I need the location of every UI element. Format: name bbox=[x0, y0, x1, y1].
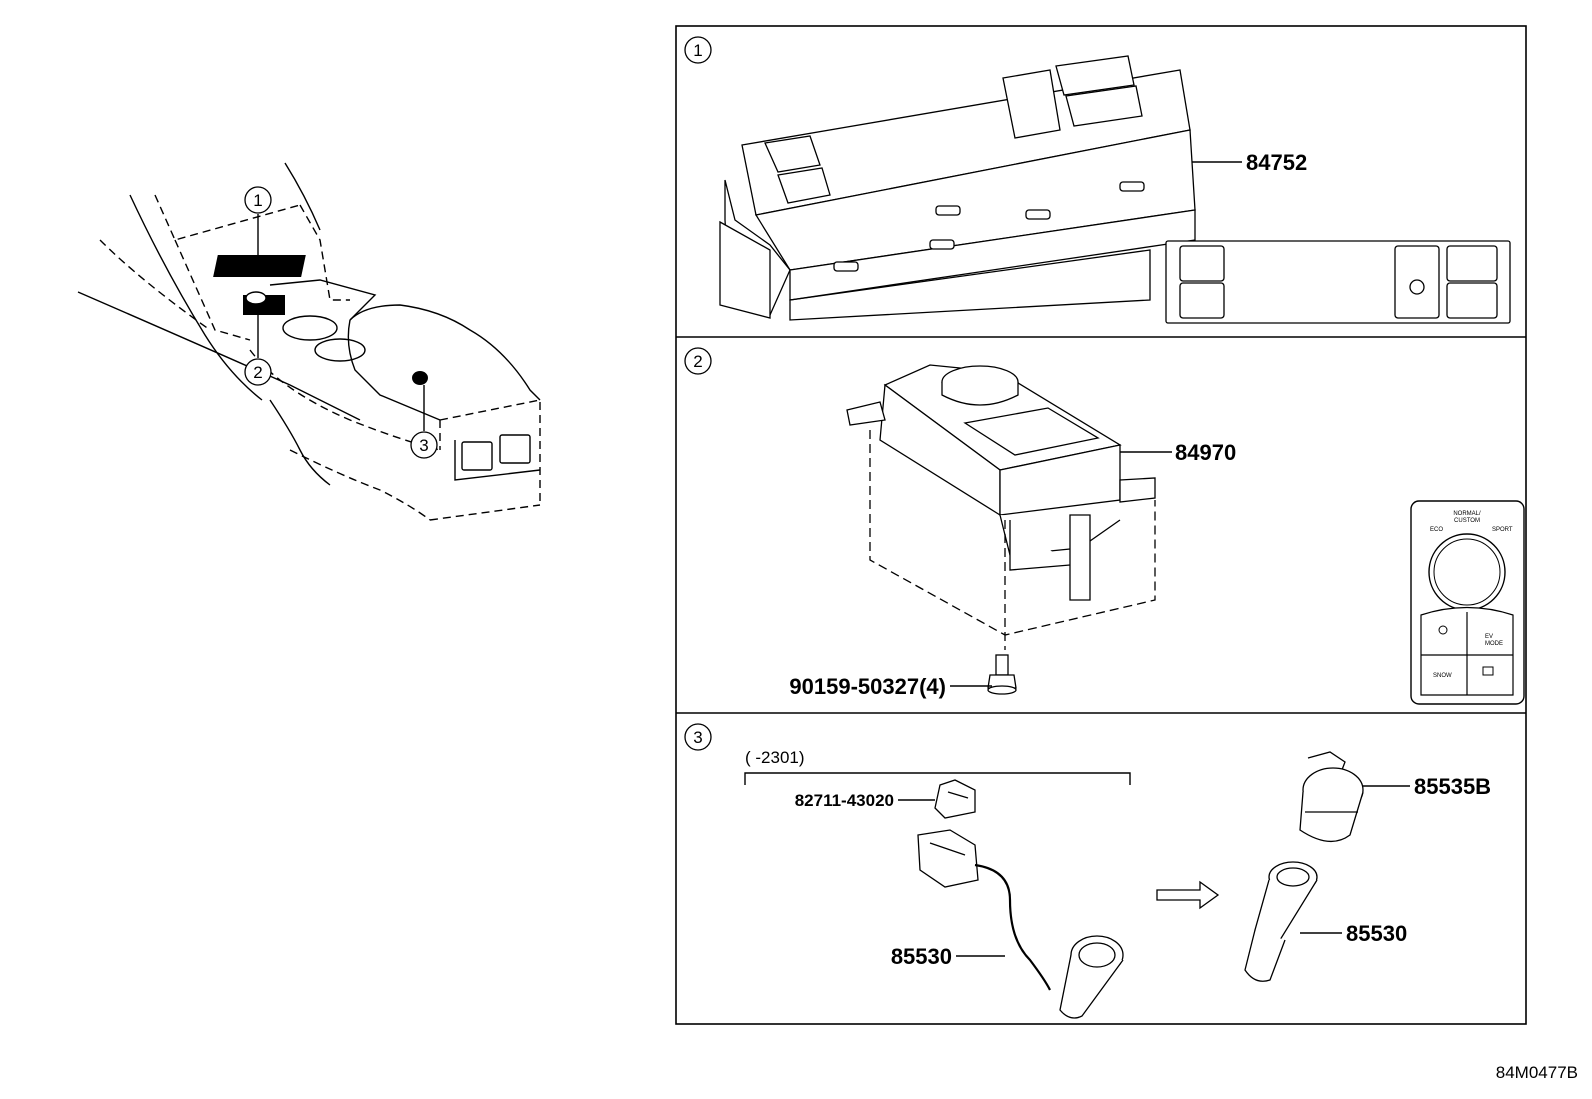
part-number-90159-50327: 90159-50327(4) bbox=[789, 674, 946, 699]
svg-text:2: 2 bbox=[253, 363, 262, 382]
mode-label-snow: SNOW bbox=[1433, 673, 1452, 679]
switch-face-detail bbox=[1165, 240, 1511, 324]
mode-label-ev: EV bbox=[1485, 634, 1493, 640]
camera-icon bbox=[1482, 666, 1494, 676]
svg-text:3: 3 bbox=[419, 436, 428, 455]
replaces-arrow bbox=[1156, 880, 1220, 910]
part-number-84752: 84752 bbox=[1246, 150, 1307, 175]
part-number-85530-left: 85530 bbox=[891, 944, 952, 969]
production-range-bracket bbox=[744, 772, 1131, 785]
socket-85535B bbox=[1299, 751, 1364, 842]
panel-1-label-circle bbox=[684, 36, 712, 64]
power-socket-with-harness bbox=[917, 829, 1124, 1019]
connector-clip bbox=[934, 779, 976, 819]
socket-85530-right bbox=[1244, 861, 1318, 982]
production-range-label: ( -2301) bbox=[745, 748, 805, 767]
panel-1-label: 1 bbox=[693, 41, 702, 60]
overview-callout-3: 3 bbox=[410, 385, 438, 459]
mode-label-sport: SPORT bbox=[1492, 527, 1513, 533]
panel-2-label-circle bbox=[684, 347, 712, 375]
drive-mode-face-detail: NORMAL/ CUSTOM ECO SPORT EV MODE SNOW bbox=[1410, 500, 1525, 705]
mode-label-top: NORMAL/ bbox=[1453, 511, 1481, 517]
mode-label-eco: ECO bbox=[1430, 527, 1443, 533]
panel-3: 3 ( -2301) 82711-43020 85530 bbox=[684, 723, 1491, 1019]
panels-frame bbox=[675, 25, 1527, 1025]
mode-label-mode: MODE bbox=[1485, 641, 1503, 647]
part-number-82711-43020: 82711-43020 bbox=[795, 791, 894, 810]
overview-callout-1: 1 bbox=[244, 186, 272, 262]
svg-text:1: 1 bbox=[253, 191, 262, 210]
switch-dashed-outline bbox=[869, 430, 1156, 650]
drive-mode-switch bbox=[846, 364, 1156, 601]
part-number-85530-right: 85530 bbox=[1346, 921, 1407, 946]
overview-callout-2: 2 bbox=[244, 310, 272, 386]
panel-3-label-circle bbox=[684, 723, 712, 751]
console-overview bbox=[77, 162, 541, 521]
panel-1: 1 bbox=[684, 36, 1511, 324]
figure-code: 84M0477B bbox=[1496, 1063, 1578, 1082]
mode-dial bbox=[1428, 533, 1506, 611]
panel-2: 2 84970 90159-50327(4) bbox=[684, 347, 1525, 705]
trc-off-icon bbox=[1438, 625, 1448, 635]
part-number-84970: 84970 bbox=[1175, 440, 1236, 465]
panel-3-label: 3 bbox=[693, 728, 702, 747]
panel-2-label: 2 bbox=[693, 352, 702, 371]
screw bbox=[987, 654, 1017, 695]
part-number-85535B: 85535B bbox=[1414, 774, 1491, 799]
mode-label-top2: CUSTOM bbox=[1454, 518, 1480, 524]
seat-heater-switch bbox=[719, 55, 1196, 321]
